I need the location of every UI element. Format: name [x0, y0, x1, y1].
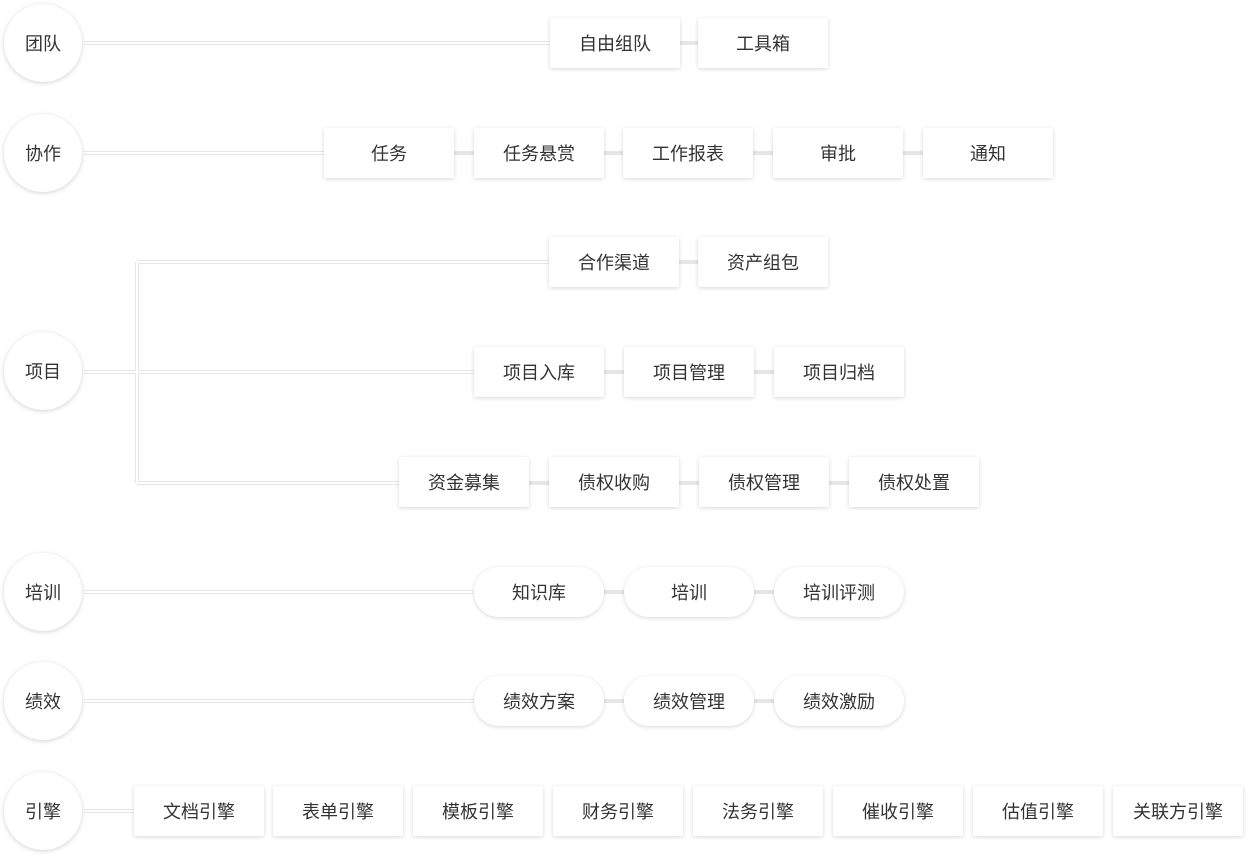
node-project-intake[interactable]: 项目入库 [474, 347, 604, 397]
node-approval[interactable]: 审批 [773, 128, 903, 178]
category-performance: 绩效 [4, 662, 82, 740]
node-template-engine[interactable]: 模板引擎 [413, 786, 543, 836]
node-related-party-engine[interactable]: 关联方引擎 [1113, 786, 1243, 836]
node-free-team[interactable]: 自由组队 [550, 18, 680, 68]
node-performance-incentive[interactable]: 绩效激励 [774, 676, 904, 726]
node-finance-engine[interactable]: 财务引擎 [553, 786, 683, 836]
category-team: 团队 [4, 4, 82, 82]
node-performance-management[interactable]: 绩效管理 [624, 676, 754, 726]
node-document-engine[interactable]: 文档引擎 [134, 786, 264, 836]
node-debt-acquisition[interactable]: 债权收购 [549, 457, 679, 507]
category-engine: 引擎 [4, 772, 82, 850]
node-project-archive[interactable]: 项目归档 [774, 347, 904, 397]
node-knowledge-base[interactable]: 知识库 [474, 567, 604, 617]
node-notification[interactable]: 通知 [923, 128, 1053, 178]
node-training-assessment[interactable]: 培训评测 [774, 567, 904, 617]
node-work-report[interactable]: 工作报表 [623, 128, 753, 178]
category-project: 项目 [4, 332, 82, 410]
node-legal-engine[interactable]: 法务引擎 [693, 786, 823, 836]
node-valuation-engine[interactable]: 估值引擎 [973, 786, 1103, 836]
node-partner-channel[interactable]: 合作渠道 [549, 237, 679, 287]
node-training[interactable]: 培训 [624, 567, 754, 617]
node-fundraising[interactable]: 资金募集 [399, 457, 529, 507]
node-task-bounty[interactable]: 任务悬赏 [474, 128, 604, 178]
node-asset-package[interactable]: 资产组包 [698, 237, 828, 287]
category-collab: 协作 [4, 114, 82, 192]
node-performance-plan[interactable]: 绩效方案 [474, 676, 604, 726]
node-collection-engine[interactable]: 催收引擎 [833, 786, 963, 836]
node-toolbox[interactable]: 工具箱 [698, 18, 828, 68]
category-training: 培训 [4, 553, 82, 631]
node-project-management[interactable]: 项目管理 [624, 347, 754, 397]
node-form-engine[interactable]: 表单引擎 [273, 786, 403, 836]
node-debt-disposal[interactable]: 债权处置 [849, 457, 979, 507]
node-task[interactable]: 任务 [324, 128, 454, 178]
node-debt-management[interactable]: 债权管理 [699, 457, 829, 507]
